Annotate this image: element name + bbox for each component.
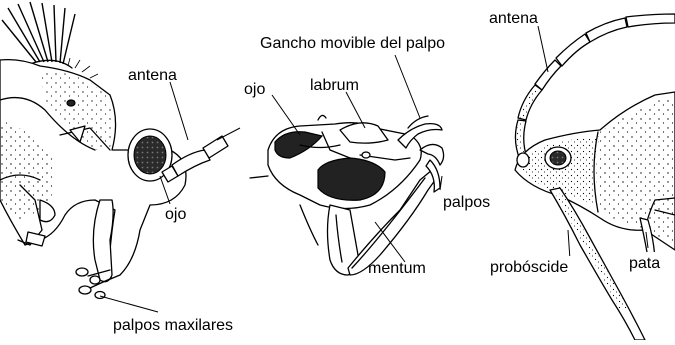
label-pata: pata	[629, 255, 660, 272]
leader-antena-left	[170, 82, 188, 140]
leader-antena-right	[538, 26, 548, 72]
label-palpos-maxilares: palpos maxilares	[113, 317, 233, 334]
figure-right-head	[515, 14, 675, 340]
figure-middle-head	[250, 115, 444, 275]
label-gancho: Gancho movible del palpo	[260, 35, 445, 52]
label-antena-right: antena	[489, 10, 538, 27]
label-palpos: palpos	[443, 194, 490, 211]
eye-right	[545, 147, 571, 169]
bristle-fan	[2, 2, 75, 68]
label-proboscide: probóscide	[490, 259, 568, 276]
label-mentum: mentum	[368, 260, 426, 277]
label-antena-left: antena	[128, 67, 177, 84]
label-ojo-middle: ojo	[244, 81, 265, 98]
leader-palpos-maxilares	[100, 296, 158, 312]
label-ojo-left: ojo	[165, 206, 186, 223]
figure-left-head	[0, 2, 240, 299]
leader-proboscide	[568, 230, 570, 260]
leader-gancho	[395, 55, 420, 118]
label-labrum: labrum	[310, 77, 359, 94]
